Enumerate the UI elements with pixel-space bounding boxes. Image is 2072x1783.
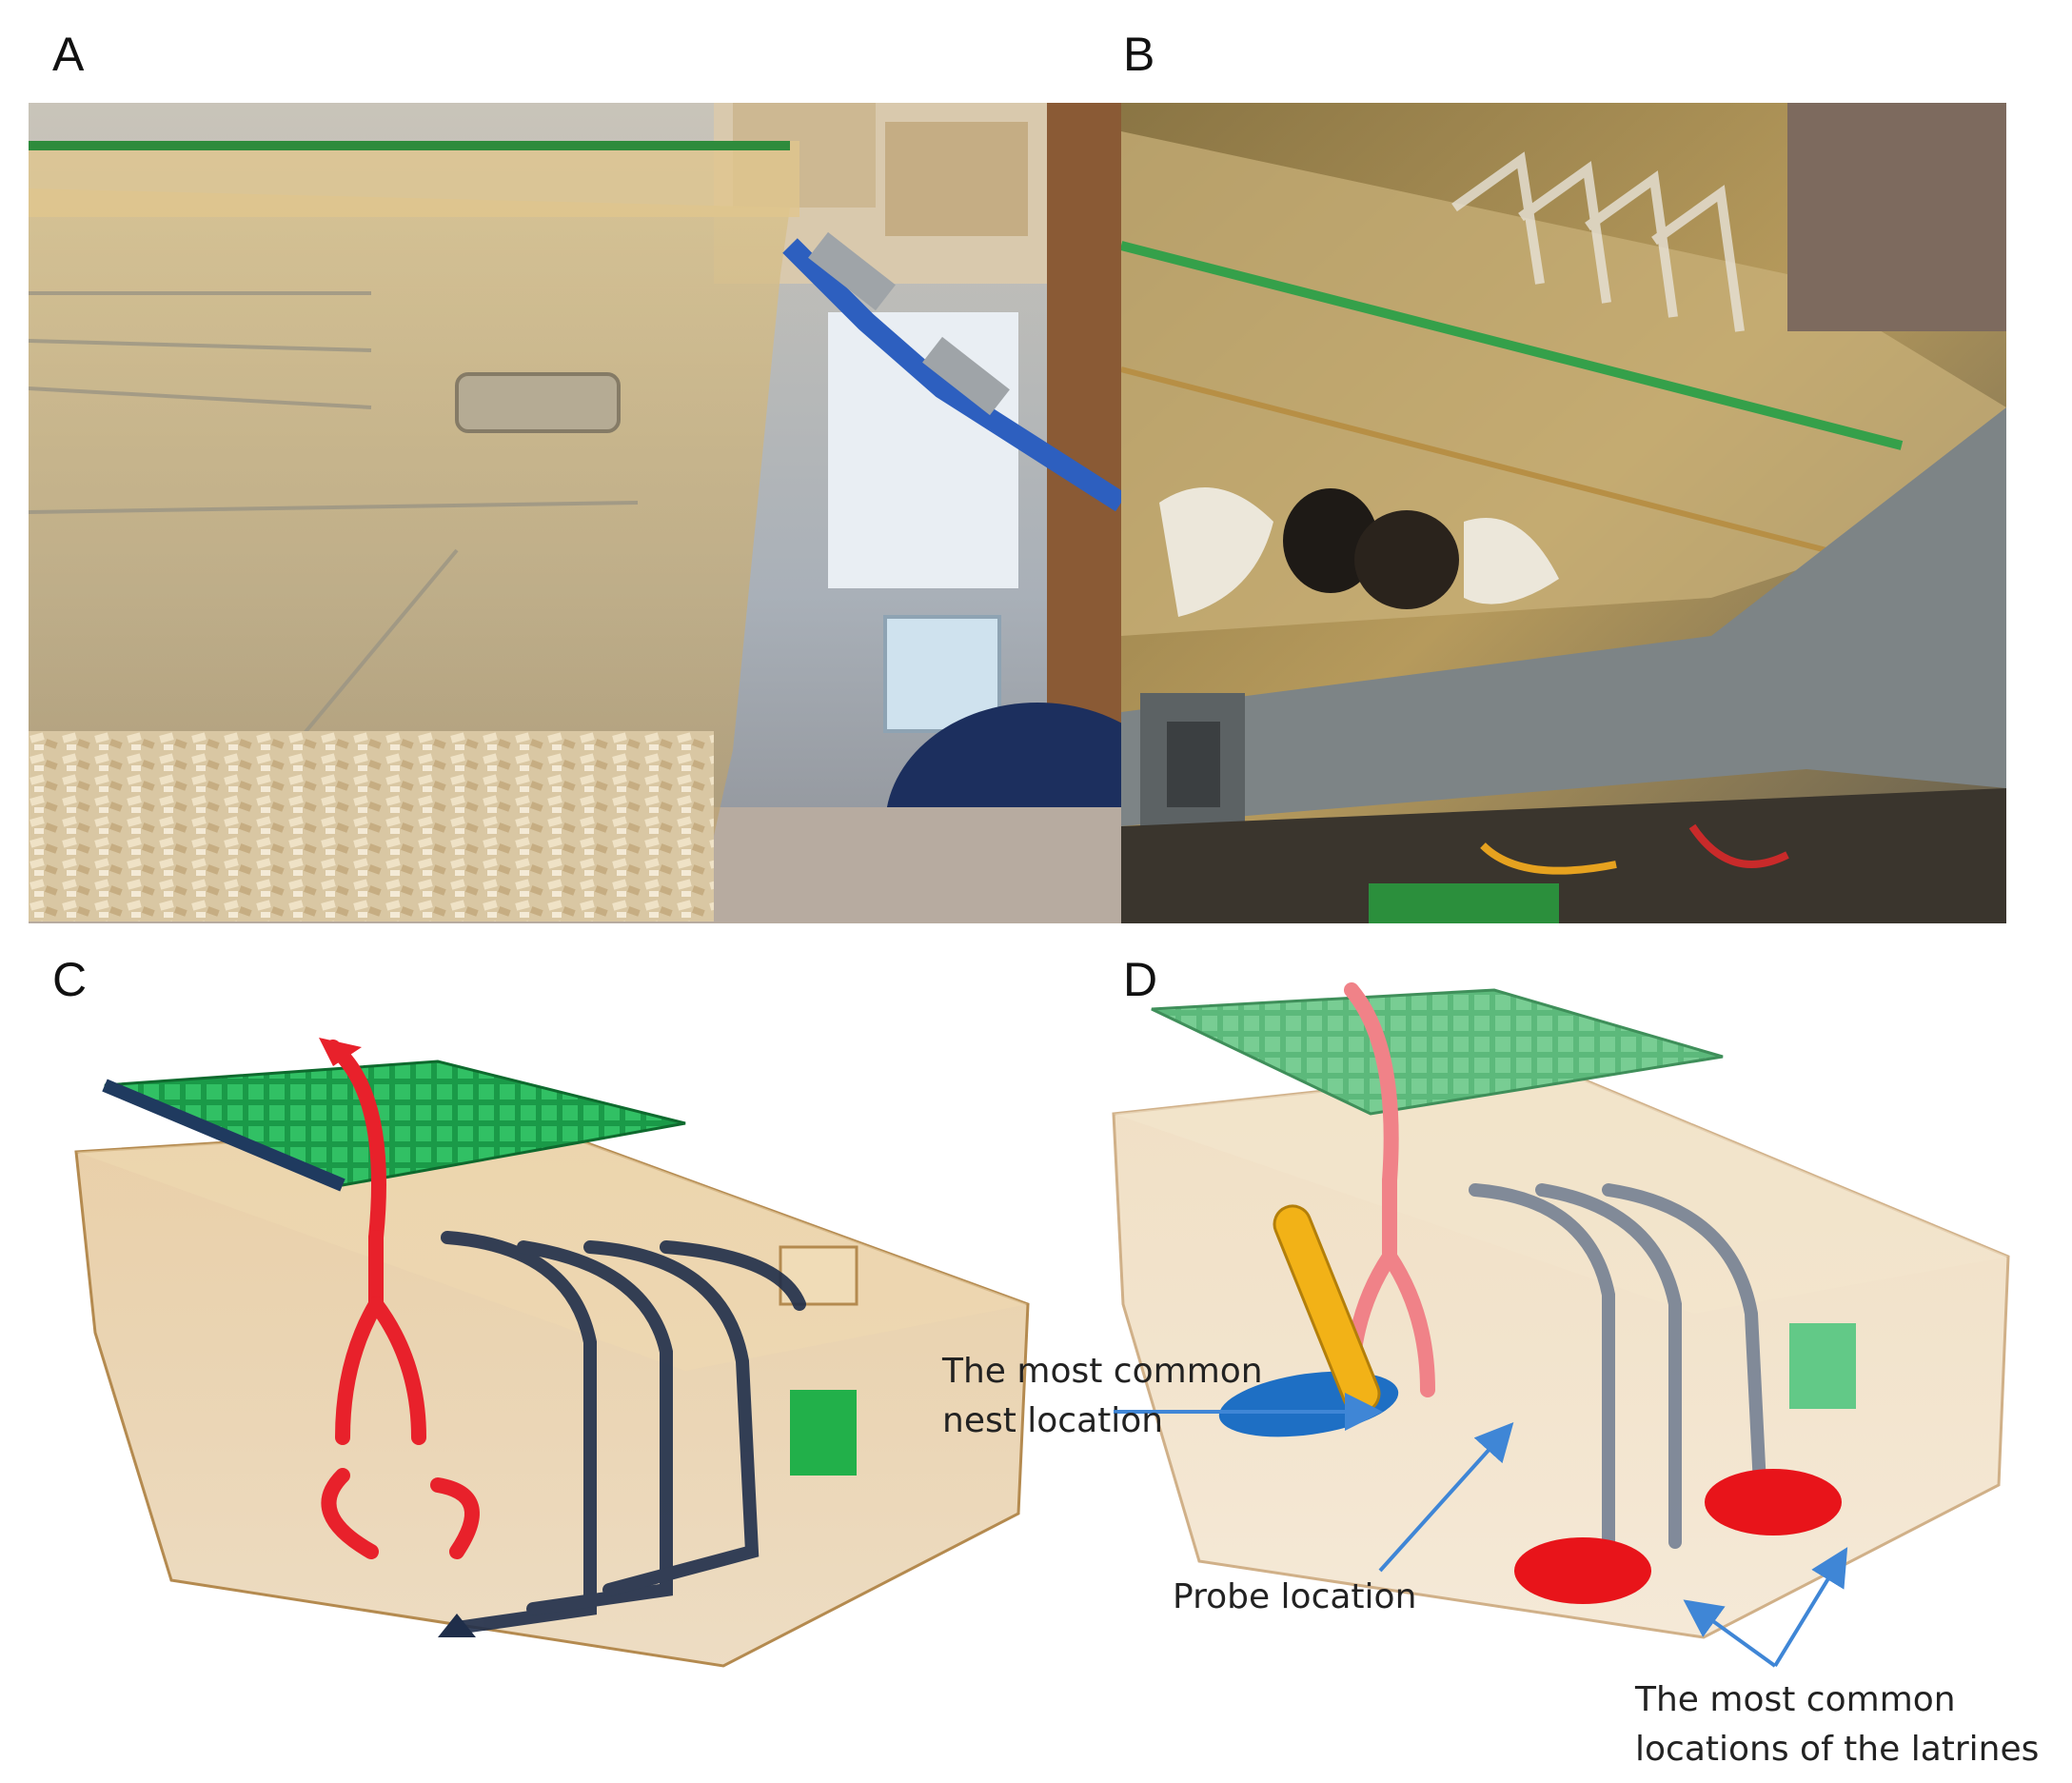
cage-location-diagram — [1095, 971, 2027, 1656]
latrines-label-line2: locations of the latrines — [1635, 1730, 2040, 1770]
panel-label-a: A — [52, 28, 85, 81]
nest-label-line1: The most common — [942, 1352, 1263, 1391]
nest-label-line2: nest location — [942, 1401, 1164, 1441]
photo-cage-in-rack — [1121, 103, 2006, 923]
nest-location-label: The most common nest location — [942, 1347, 1263, 1446]
latrines-location-label: The most common locations of the latrine… — [1635, 1675, 2039, 1774]
latrine-arrow-left — [1683, 1599, 1777, 1668]
probe-arrow — [1378, 1422, 1514, 1573]
probe-location-label: Probe location — [1173, 1577, 1417, 1616]
latrines-label-line1: The most common — [1635, 1680, 1956, 1719]
panel-label-b: B — [1123, 28, 1155, 81]
latrine-arrow-right — [1773, 1547, 1848, 1668]
panel-label-c: C — [52, 953, 88, 1006]
filter-lid — [1151, 988, 1724, 1116]
panel-label-d: D — [1123, 953, 1158, 1006]
cage-airflow-diagram — [57, 1019, 1047, 1704]
latrine-marker-right — [1705, 1469, 1842, 1535]
photo-cage-side-view — [29, 103, 1121, 923]
latrine-marker-left — [1514, 1537, 1651, 1604]
